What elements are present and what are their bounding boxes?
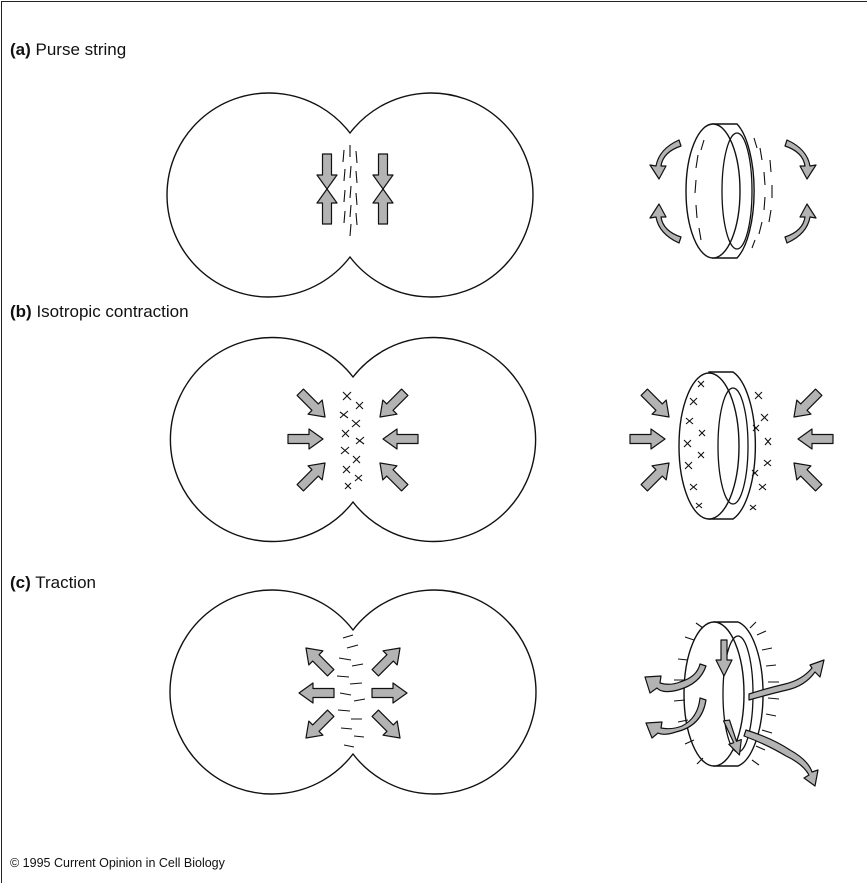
copyright-notice: © 1995 Current Opinion in Cell Biology [10,856,225,870]
panel-b-contractile-ring [630,372,833,519]
panel-c-dividing-cell [170,590,536,794]
panel-a-dividing-cell [167,93,533,297]
panel-a-contractile-ring [650,124,816,258]
panel-b-dividing-cell [170,338,535,542]
panel-b-cell-outline [170,338,535,542]
panel-c-contractile-ring [645,622,824,786]
panel-c-cell-outline [170,590,536,794]
